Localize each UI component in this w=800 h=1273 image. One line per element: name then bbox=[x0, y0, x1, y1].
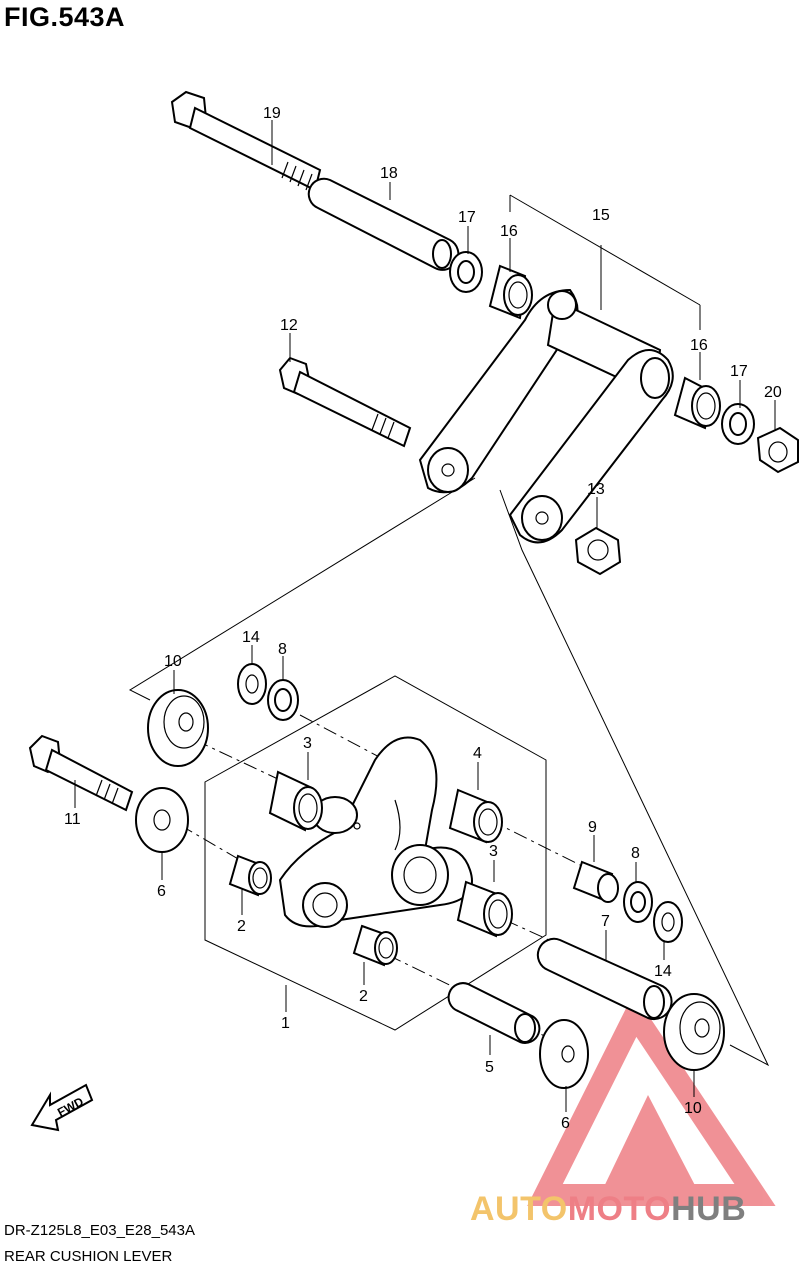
diagram-name: REAR CUSHION LEVER bbox=[4, 1248, 173, 1265]
seal-17-upper bbox=[449, 251, 483, 293]
callout-1: 1 bbox=[281, 1015, 290, 1032]
nut-20 bbox=[756, 426, 799, 474]
callout-7: 7 bbox=[601, 913, 610, 930]
diagram-code: DR-Z125L8_E03_E28_543A bbox=[4, 1222, 195, 1239]
bearing-16-upper bbox=[488, 264, 533, 320]
washer-14-upper bbox=[237, 663, 267, 705]
bearing-3-right bbox=[456, 880, 513, 938]
callout-14: 14 bbox=[654, 963, 672, 980]
callout-17: 17 bbox=[458, 209, 476, 226]
brand-part-3: HUB bbox=[671, 1190, 747, 1228]
rod-assembly-outline bbox=[509, 194, 701, 330]
bolt-12 bbox=[278, 356, 412, 448]
callout-4: 4 bbox=[473, 745, 482, 762]
callout-leaders bbox=[74, 120, 776, 1112]
callout-labels: 19 18 17 16 15 16 17 20 12 13 10 14 8 3 … bbox=[64, 105, 782, 1132]
sleeve-7 bbox=[536, 937, 673, 1021]
watermark-logo bbox=[527, 993, 776, 1206]
callout-5: 5 bbox=[485, 1059, 494, 1076]
callout-11: 11 bbox=[64, 811, 81, 828]
brand-part-1: AUTO bbox=[470, 1190, 568, 1228]
bearing-2-left bbox=[228, 854, 272, 897]
washer-14-right bbox=[653, 901, 683, 943]
bearing-4 bbox=[448, 788, 503, 844]
bearing-2-right bbox=[352, 924, 398, 967]
callout-6: 6 bbox=[561, 1115, 570, 1132]
callout-18: 18 bbox=[380, 165, 398, 182]
washer-6-left bbox=[135, 787, 189, 853]
nut-13 bbox=[574, 526, 622, 576]
callout-14: 14 bbox=[242, 629, 260, 646]
callout-20: 20 bbox=[764, 384, 782, 401]
callout-17: 17 bbox=[730, 363, 748, 380]
brand-watermark: AUTOMOTOHUB bbox=[470, 1190, 746, 1229]
spacer-5 bbox=[447, 982, 541, 1044]
callout-16: 16 bbox=[500, 223, 518, 240]
callout-8: 8 bbox=[278, 641, 287, 658]
callout-10: 10 bbox=[164, 653, 182, 670]
seal-17-right bbox=[721, 403, 755, 445]
callout-8: 8 bbox=[631, 845, 640, 862]
fwd-direction-arrow: FWD bbox=[30, 1083, 94, 1132]
callout-9: 9 bbox=[588, 819, 597, 836]
bearing-16-right bbox=[673, 376, 721, 430]
cushion-rod-15 bbox=[418, 288, 674, 544]
callout-3: 3 bbox=[489, 843, 498, 860]
spacer-9 bbox=[572, 860, 619, 903]
bolt-11 bbox=[28, 734, 134, 812]
washer-10-right bbox=[663, 993, 725, 1071]
callout-2: 2 bbox=[237, 918, 246, 935]
callout-12: 12 bbox=[280, 317, 298, 334]
brand-part-2: MOTO bbox=[567, 1190, 672, 1228]
callout-10: 10 bbox=[684, 1100, 702, 1117]
callout-3: 3 bbox=[303, 735, 312, 752]
callout-2: 2 bbox=[359, 988, 368, 1005]
assembly-guide-lines bbox=[128, 477, 770, 1067]
callout-15: 15 bbox=[592, 207, 610, 224]
washer-10-left bbox=[147, 689, 209, 767]
seal-8-right bbox=[623, 881, 653, 923]
figure-title: FIG.543A bbox=[4, 2, 126, 32]
cushion-lever-1 bbox=[278, 736, 473, 928]
lever-group-outline bbox=[204, 675, 547, 1031]
callout-6: 6 bbox=[157, 883, 166, 900]
bearing-3-left bbox=[268, 770, 323, 832]
long-bolt-19 bbox=[170, 90, 322, 192]
seal-8-upper bbox=[267, 679, 299, 721]
callout-13: 13 bbox=[587, 481, 605, 498]
callout-19: 19 bbox=[263, 105, 281, 122]
callout-16: 16 bbox=[690, 337, 708, 354]
spacer-sleeve-18 bbox=[307, 177, 460, 271]
washer-6-right bbox=[539, 1019, 589, 1089]
